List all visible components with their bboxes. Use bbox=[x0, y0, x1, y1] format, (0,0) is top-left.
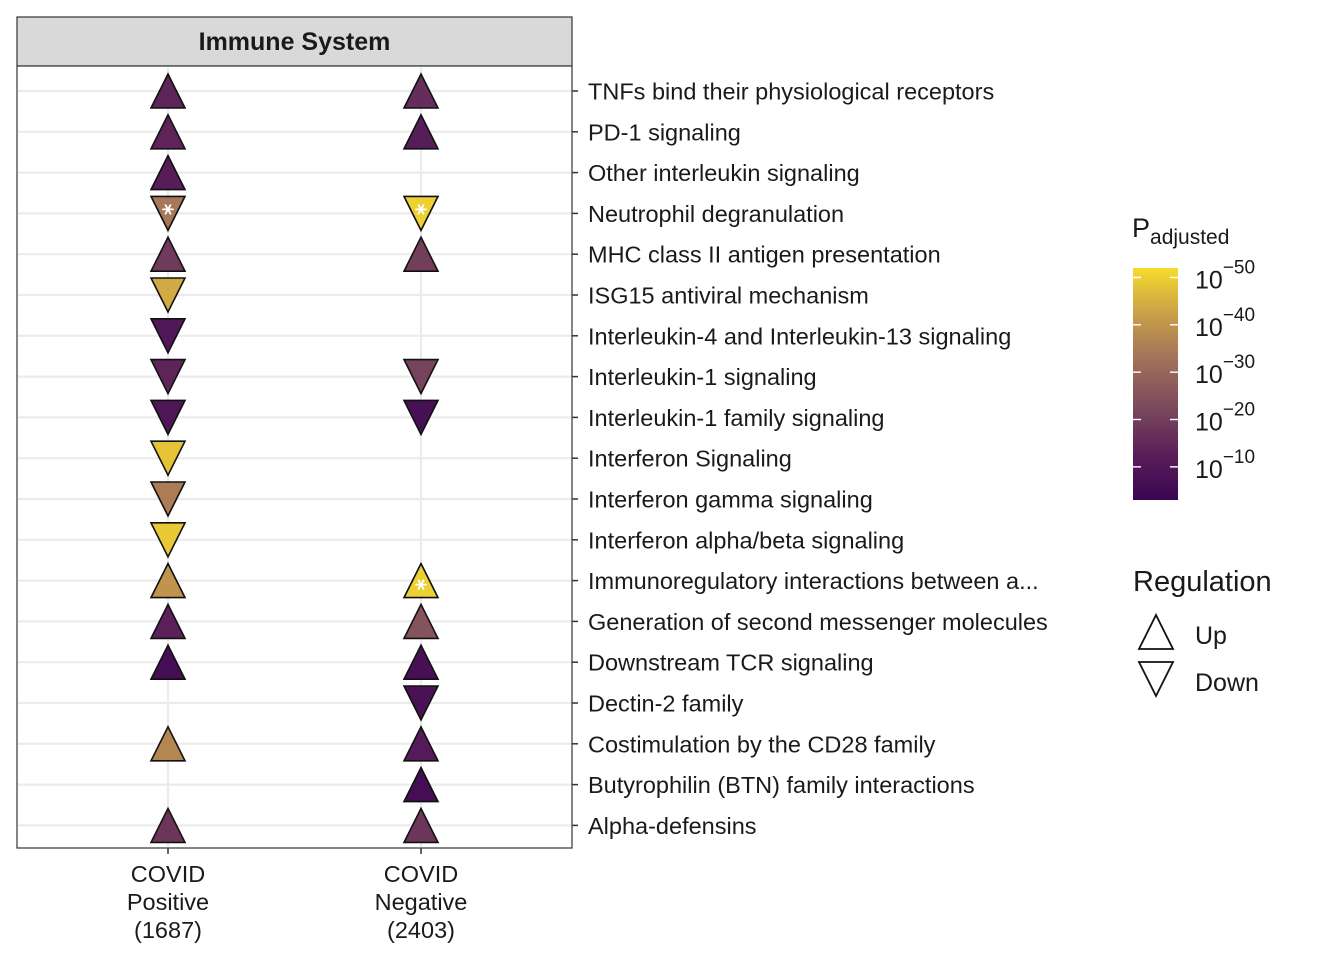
up-triangle-marker bbox=[402, 765, 440, 803]
up-triangle-marker bbox=[149, 806, 187, 844]
y-tick-label: MHC class II antigen presentation bbox=[588, 242, 941, 268]
x-tick-label: COVID bbox=[384, 861, 458, 887]
facet-title: Immune System bbox=[199, 28, 391, 56]
asterisk-marker bbox=[415, 579, 427, 590]
colorbar-title: Padjusted bbox=[1132, 213, 1229, 249]
y-tick-label: Alpha-defensins bbox=[588, 813, 757, 839]
x-tick-label: Positive bbox=[127, 889, 209, 915]
up-triangle-marker bbox=[402, 235, 440, 273]
colorbar-tick-label: 10−30 bbox=[1195, 352, 1255, 389]
colorbar-legend: Padjusted 10−50 10−40 10−30 10−20 10−10 bbox=[1132, 213, 1255, 500]
up-triangle-marker bbox=[149, 725, 187, 762]
y-tick-label: Dectin-2 family bbox=[588, 691, 744, 717]
regulation-legend-title: Regulation bbox=[1133, 566, 1272, 598]
x-tick-label: (2403) bbox=[387, 917, 455, 943]
down-triangle-marker bbox=[149, 358, 187, 396]
y-tick-label: Other interleukin signaling bbox=[588, 160, 860, 186]
up-triangle-marker bbox=[149, 602, 187, 640]
up-triangle-marker bbox=[149, 561, 187, 599]
up-triangle-marker bbox=[402, 643, 440, 681]
y-tick-label: Generation of second messenger molecules bbox=[588, 609, 1048, 635]
up-triangle-marker bbox=[149, 113, 187, 150]
x-tick-label: Negative bbox=[375, 889, 468, 915]
down-triangle-marker bbox=[149, 277, 187, 314]
down-triangle-marker bbox=[402, 685, 440, 722]
colorbar-tick-label: 10−20 bbox=[1195, 400, 1255, 437]
y-tick-label: TNFs bind their physiological receptors bbox=[588, 79, 994, 105]
down-triangle-marker bbox=[149, 481, 187, 518]
y-tick-label: PD-1 signaling bbox=[588, 119, 741, 145]
colorbar-title-main: P bbox=[1132, 213, 1150, 243]
y-tick-label: ISG15 antiviral mechanism bbox=[588, 283, 869, 309]
legend-up-triangle-icon bbox=[1137, 612, 1175, 650]
y-tick-label: Downstream TCR signaling bbox=[588, 650, 874, 676]
plot-panel bbox=[16, 65, 573, 849]
y-tick-label: Butyrophilin (BTN) family interactions bbox=[588, 772, 975, 798]
y-tick-label: Interleukin-1 signaling bbox=[588, 364, 817, 390]
y-axis-labels: TNFs bind their physiological receptorsP… bbox=[572, 79, 1048, 839]
down-triangle-marker bbox=[149, 521, 187, 559]
colorbar-tick-label: 10−10 bbox=[1195, 447, 1255, 484]
asterisk-marker bbox=[162, 204, 174, 215]
asterisk-marker bbox=[415, 204, 427, 215]
y-tick-label: Interleukin-1 family signaling bbox=[588, 405, 885, 431]
down-triangle-marker bbox=[402, 358, 440, 396]
y-tick-label: Interferon gamma signaling bbox=[588, 487, 873, 513]
colorbar-tick-label: 10−40 bbox=[1195, 305, 1255, 342]
colorbar-title-sub: adjusted bbox=[1150, 226, 1229, 249]
data-marks bbox=[149, 72, 440, 844]
y-tick-label: Immunoregulatory interactions between a.… bbox=[588, 568, 1039, 594]
up-triangle-marker bbox=[402, 725, 440, 762]
down-triangle-marker bbox=[402, 195, 440, 233]
down-triangle-marker bbox=[149, 317, 187, 355]
legend-down-triangle-icon bbox=[1137, 661, 1175, 699]
up-triangle-marker bbox=[149, 235, 187, 273]
down-triangle-marker bbox=[149, 440, 187, 477]
colorbar-bar bbox=[1133, 268, 1178, 500]
colorbar-tick-label: 10−50 bbox=[1195, 257, 1255, 294]
x-tick-label: COVID bbox=[131, 861, 205, 887]
up-triangle-marker bbox=[402, 561, 440, 599]
up-triangle-marker bbox=[149, 72, 187, 109]
regulation-legend-label: Down bbox=[1195, 669, 1259, 697]
up-triangle-marker bbox=[149, 643, 187, 681]
y-tick-label: Interferon Signaling bbox=[588, 446, 792, 472]
y-tick-label: Costimulation by the CD28 family bbox=[588, 731, 936, 757]
colorbar-ticks: 10−50 10−40 10−30 10−20 10−10 bbox=[1133, 257, 1255, 484]
down-triangle-marker bbox=[149, 399, 187, 437]
up-triangle-marker bbox=[402, 806, 440, 844]
x-tick-label: (1687) bbox=[134, 917, 202, 943]
facet-strip bbox=[16, 16, 573, 67]
down-triangle-marker bbox=[149, 195, 187, 233]
y-tick-label: Neutrophil degranulation bbox=[588, 201, 844, 227]
regulation-legend-label: Up bbox=[1195, 622, 1227, 650]
y-tick-label: Interferon alpha/beta signaling bbox=[588, 527, 904, 553]
y-tick-label: Interleukin-4 and Interleukin-13 signali… bbox=[588, 323, 1011, 349]
up-triangle-marker bbox=[402, 602, 440, 640]
up-triangle-marker bbox=[402, 72, 440, 109]
up-triangle-marker bbox=[402, 113, 440, 150]
down-triangle-marker bbox=[402, 399, 440, 437]
up-triangle-marker bbox=[149, 153, 187, 191]
